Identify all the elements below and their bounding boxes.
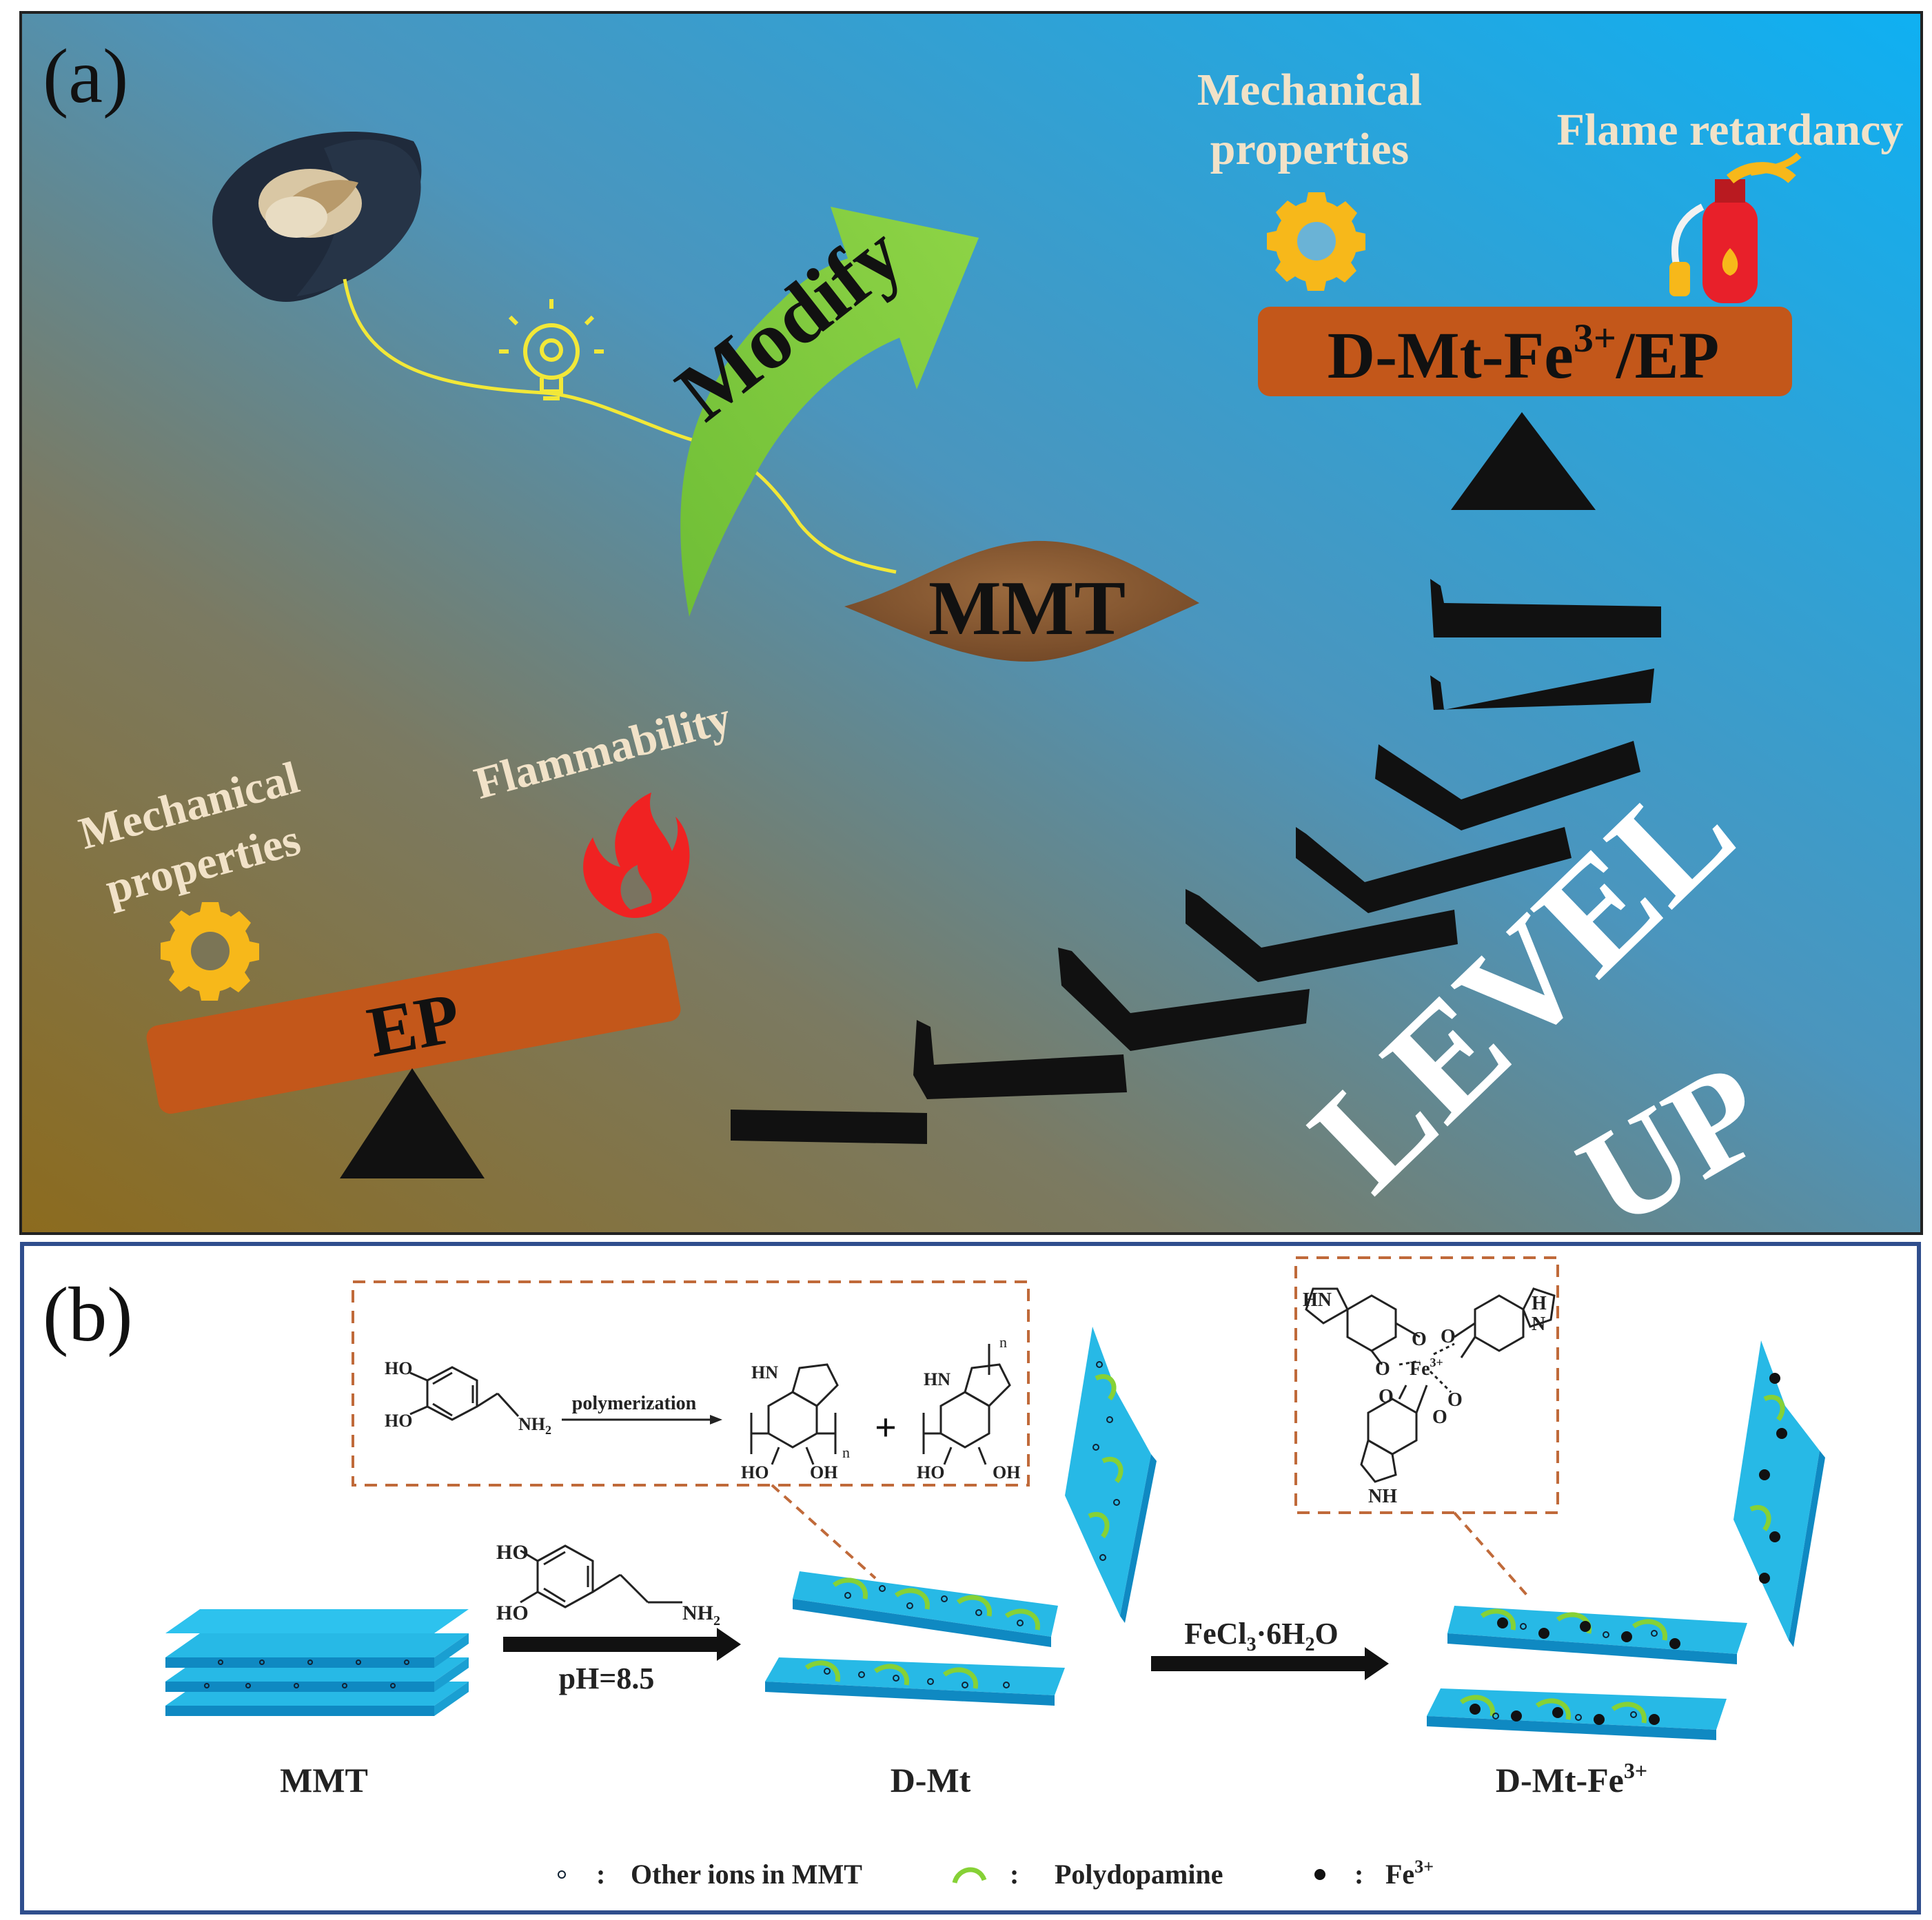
s2-o3: O xyxy=(1375,1358,1390,1380)
s1-hn-1: HN xyxy=(751,1362,778,1382)
lightbulb-icon xyxy=(499,299,604,400)
arrow-step-2 xyxy=(1151,1647,1389,1680)
label-dmt: D-Mt xyxy=(891,1761,971,1799)
s1-oh-2: OH xyxy=(993,1462,1020,1482)
mmt-pile-label: MMT xyxy=(928,566,1126,651)
dopamine-ho-bottom: HO xyxy=(496,1602,529,1624)
dmt-sheets xyxy=(765,1327,1157,1706)
s1-ho-2: HO xyxy=(917,1462,944,1482)
plus-sign: + xyxy=(875,1407,897,1449)
panel-a: (a) Modify xyxy=(19,11,1923,1258)
legend-colon-2: : xyxy=(1010,1859,1019,1890)
ep-plank-label: EP xyxy=(362,978,467,1072)
connector-mussel xyxy=(343,278,697,443)
gear-icon-bottom xyxy=(161,902,259,1001)
legend-other-ions: Other ions in MMT xyxy=(631,1859,862,1890)
s2-n-right: N xyxy=(1532,1314,1545,1335)
mmt-layered-stack xyxy=(165,1609,469,1716)
zoom-connector-2 xyxy=(1453,1511,1532,1600)
legend-polydopamine-icon xyxy=(952,1867,987,1884)
ep-plank: EP xyxy=(146,932,681,1114)
step1-condition: pH=8.5 xyxy=(559,1662,655,1695)
arrow-step-1 xyxy=(503,1628,741,1661)
product-plank-label: D-Mt-Fe3+/EP xyxy=(1328,316,1720,392)
panel-a-label: (a) xyxy=(43,34,128,119)
panel-b: (b) HO HO NH2 polymerization xyxy=(20,1242,1921,1914)
fe-complex-scheme: HN H N O O O O O O Fe3+ NH xyxy=(1294,1256,1559,1514)
label-mmt: MMT xyxy=(280,1761,368,1799)
legend-colon-1: : xyxy=(596,1859,605,1890)
s2-o2: O xyxy=(1441,1326,1456,1347)
s1-ho-top: HO xyxy=(385,1358,412,1378)
product-plank: D-Mt-Fe3+/EP xyxy=(1258,307,1792,396)
s2-hn-left: HN xyxy=(1303,1289,1332,1311)
legend-polydopamine: Polydopamine xyxy=(1055,1859,1223,1890)
fulcrum-top xyxy=(1451,412,1596,510)
mmt-pile: MMT xyxy=(844,540,1199,662)
s1-hn-2: HN xyxy=(924,1369,950,1389)
legend-other-ions-icon xyxy=(558,1870,566,1879)
s2-nh-bottom: NH xyxy=(1368,1486,1397,1507)
panel-b-label: (b) xyxy=(43,1272,133,1358)
s2-o4: O xyxy=(1447,1389,1463,1411)
polymerization-label: polymerization xyxy=(572,1393,697,1414)
dopamine-nh2: NH2 xyxy=(682,1602,720,1628)
legend-colon-3: : xyxy=(1354,1859,1363,1890)
s1-oh-1: OH xyxy=(810,1462,837,1482)
panel-b-frame xyxy=(20,1242,1921,1914)
s2-o5: O xyxy=(1379,1386,1394,1407)
dmtfe-sheets xyxy=(1427,1340,1825,1740)
s2-o1: O xyxy=(1412,1329,1427,1350)
s1-ho-bottom: HO xyxy=(385,1411,412,1431)
s2-fe: Fe3+ xyxy=(1410,1356,1443,1380)
s1-nh2: NH2 xyxy=(518,1414,551,1437)
flame-retardancy-label: Flame retardancy xyxy=(1557,105,1904,155)
s1-ho-1: HO xyxy=(741,1462,769,1482)
legend-fe: Fe3+ xyxy=(1385,1857,1434,1890)
mussel-illustration xyxy=(212,131,422,302)
top-mechanical-line2: properties xyxy=(1210,124,1409,174)
zoom-connector-1 xyxy=(771,1484,877,1580)
flame-icon xyxy=(583,793,690,918)
legend-fe-icon xyxy=(1314,1869,1325,1880)
label-dmtfe: D-Mt-Fe3+ xyxy=(1496,1758,1647,1799)
s1-n-2: n xyxy=(999,1334,1007,1351)
staircase xyxy=(731,579,1661,1144)
polymerization-scheme: HO HO NH2 polymerization HN HO OH n + xyxy=(352,1280,1030,1487)
legend: : Other ions in MMT : Polydopamine : Fe3… xyxy=(558,1857,1434,1890)
dopamine-structure: HO HO NH2 xyxy=(496,1541,720,1628)
fulcrum-bottom xyxy=(340,1068,485,1178)
s1-n-1: n xyxy=(842,1444,850,1461)
fire-extinguisher-icon xyxy=(1669,152,1802,303)
s2-h-right: H xyxy=(1532,1293,1547,1314)
gear-icon-top xyxy=(1267,192,1365,291)
top-mechanical-line1: Mechanical xyxy=(1197,65,1422,115)
s2-o6: O xyxy=(1432,1407,1447,1428)
dopamine-ho-top: HO xyxy=(496,1541,529,1564)
step2-reagent: FeCl3·6H2O xyxy=(1184,1617,1339,1655)
